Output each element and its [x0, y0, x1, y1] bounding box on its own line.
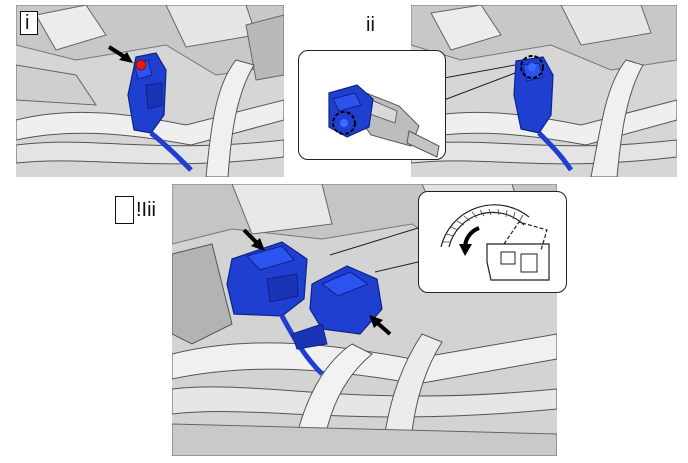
engine-illustration-i	[16, 5, 284, 177]
step-iii-panel	[172, 184, 557, 456]
lock-circle-icon	[520, 55, 544, 79]
connector-icon	[291, 265, 383, 350]
step-label-ii: ii	[366, 14, 375, 36]
step-label-box	[20, 11, 38, 35]
lock-highlight-icon	[135, 59, 147, 71]
step-ii-panel	[411, 5, 677, 177]
arrow-icon	[107, 45, 133, 63]
callout-detail-iii	[418, 191, 567, 293]
step-label-iii: !Iii	[136, 199, 156, 221]
connector-closeup-ii	[328, 84, 440, 158]
step-label-i: i	[25, 12, 30, 34]
connector-icon	[328, 84, 374, 138]
step-i-panel: i	[16, 5, 284, 177]
lock-circle-icon	[332, 111, 356, 135]
lever-closeup-iii	[440, 204, 550, 281]
connector-icon	[127, 52, 193, 172]
step-label-box	[115, 196, 134, 224]
rotate-arrow-icon	[459, 226, 480, 256]
arrow-icon	[242, 228, 265, 251]
arrow-icon	[369, 315, 392, 336]
engine-illustration-iii	[172, 184, 557, 456]
engine-illustration-ii	[411, 5, 677, 177]
callout-detail-ii	[298, 50, 446, 160]
